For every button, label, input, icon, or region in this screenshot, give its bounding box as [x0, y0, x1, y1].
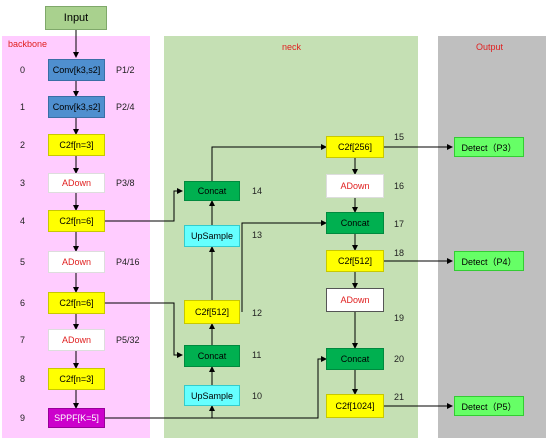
backbone-index-5: 5: [20, 257, 26, 267]
backbone-index-2: 2: [20, 140, 26, 150]
neck-index-16: 16: [394, 181, 405, 191]
detect-p5-node: Detect（P5）: [454, 396, 524, 416]
neck-index-20: 20: [394, 354, 405, 364]
input-node: Input: [45, 6, 107, 30]
neck-node-12: C2f[512]: [184, 300, 240, 324]
neck-index-18: 18: [394, 248, 405, 258]
backbone-level-7: P5/32: [116, 335, 140, 345]
detect-p4-node: Detect（P4）: [454, 251, 524, 271]
backbone-level-1: P2/4: [116, 102, 135, 112]
backbone-node-3: ADown: [48, 173, 105, 193]
neck-index-13: 13: [252, 230, 263, 240]
backbone-level-0: P1/2: [116, 65, 135, 75]
backbone-index-4: 4: [20, 216, 26, 226]
neck-node-13: UpSample: [184, 225, 240, 247]
backbone-node-4: C2f[n=6]: [48, 210, 105, 232]
backbone-node-2: C2f[n=3]: [48, 134, 105, 156]
backbone-node-6: C2f[n=6]: [48, 292, 105, 314]
backbone-index-8: 8: [20, 374, 26, 384]
backbone-index-6: 6: [20, 298, 26, 308]
neck-node-10: UpSample: [184, 385, 240, 406]
neck-node-16: ADown: [326, 174, 384, 198]
neck-node-21: C2f[1024]: [326, 394, 384, 418]
neck-index-15: 15: [394, 132, 405, 142]
neck-index-12: 12: [252, 308, 263, 318]
arrow-6-to-11: [105, 302, 183, 358]
backbone-index-1: 1: [20, 102, 26, 112]
arrow-14-to-15: [211, 144, 327, 181]
backbone-title: backbone: [8, 39, 48, 49]
neck-node-18: C2f[512]: [326, 250, 384, 272]
arrow-4-to-14: [105, 188, 183, 222]
neck-node-17: Concat: [326, 212, 384, 234]
backbone-node-9: SPPF[K=5]: [48, 408, 105, 428]
arrow-12-to-17: [241, 220, 327, 312]
neck-node-20: Concat: [326, 348, 384, 370]
backbone-index-9: 9: [20, 413, 26, 423]
neck-index-14: 14: [252, 186, 263, 196]
neck-node-15: C2f[256]: [326, 136, 384, 158]
neck-node-14: Concat: [184, 181, 240, 201]
neck-title: neck: [282, 42, 302, 52]
neck-index-10: 10: [252, 391, 263, 401]
neck-node-11: Concat: [184, 345, 240, 367]
backbone-index-0: 0: [20, 65, 26, 75]
backbone-level-5: P4/16: [116, 257, 140, 267]
detect-p3-node: Detect（P3）: [454, 137, 524, 157]
backbone-node-7: ADown: [48, 329, 105, 351]
arrow-9-to-20: [212, 356, 327, 419]
neck-index-19: 19: [394, 313, 405, 323]
backbone-node-1: Conv[k3,s2]: [48, 96, 105, 118]
backbone-node-5: ADown: [48, 251, 105, 273]
neck-index-17: 17: [394, 219, 405, 229]
backbone-node-8: C2f[n=3]: [48, 368, 105, 390]
neck-index-11: 11: [252, 350, 262, 360]
output-title: Output: [476, 42, 504, 52]
neck-node-19: ADown: [326, 288, 384, 312]
backbone-node-0: Conv[k3,s2]: [48, 59, 105, 81]
arrow-9-to-10-and-20: [105, 405, 215, 419]
backbone-index-7: 7: [20, 335, 26, 345]
neck-index-21: 21: [394, 392, 405, 402]
backbone-level-3: P3/8: [116, 178, 135, 188]
output-region: [438, 36, 546, 438]
backbone-index-3: 3: [20, 178, 26, 188]
